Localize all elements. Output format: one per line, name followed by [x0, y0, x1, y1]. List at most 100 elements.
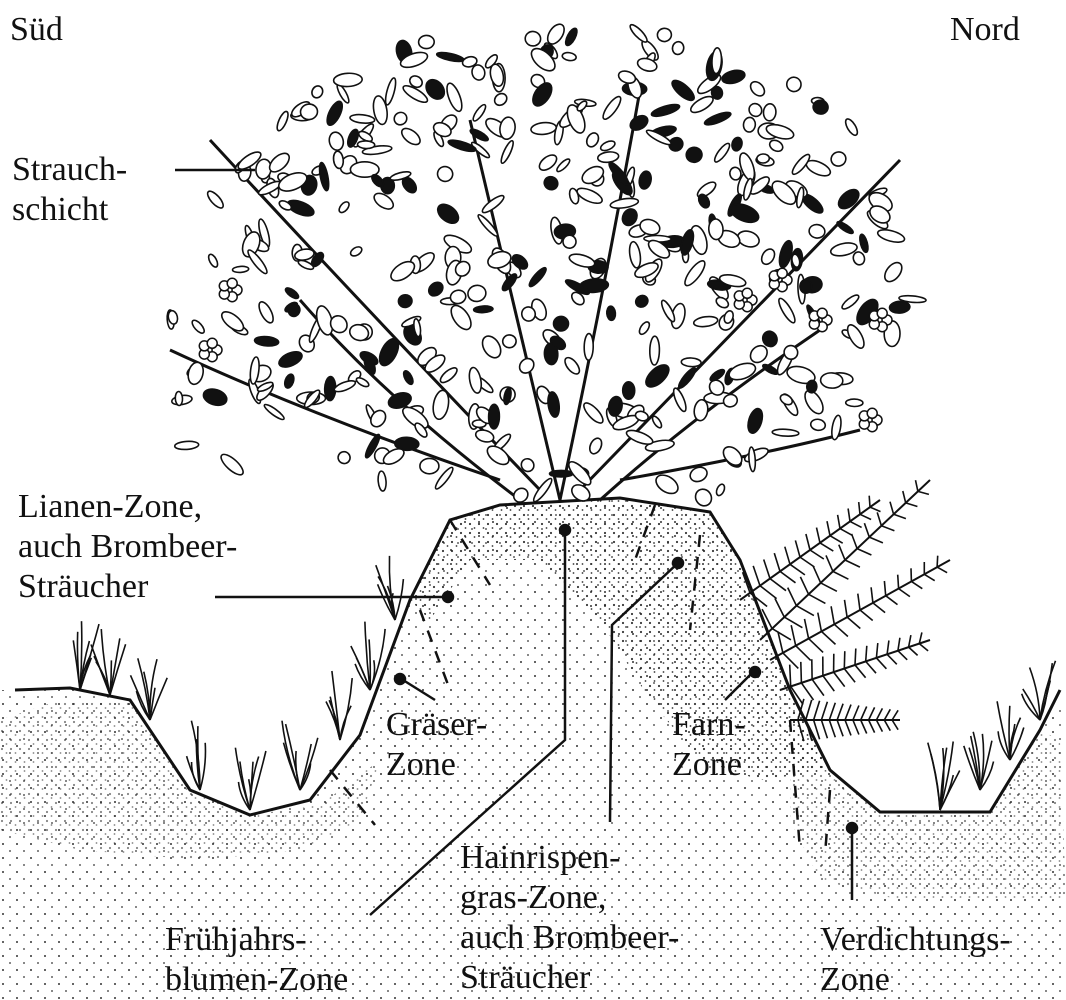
fern-pinna [775, 598, 784, 617]
fern-pinna [876, 720, 882, 732]
label-hainrispengras-zone: Hainrispen- gras-Zone, auch Brombeer- St… [460, 838, 679, 998]
leaf [784, 74, 804, 94]
grass-blade [200, 743, 205, 790]
leaf [418, 35, 434, 49]
leaf [371, 190, 396, 212]
label-graeser-zone: Gräser- Zone [386, 705, 487, 785]
fern-pinna [852, 534, 858, 549]
fern-pinna [918, 491, 929, 494]
fern-pinna [820, 543, 833, 551]
leaf [693, 399, 709, 422]
leaf [748, 79, 767, 99]
leaf [581, 400, 606, 426]
leaf [498, 116, 516, 140]
label-lianen-line3: Sträucher [18, 567, 237, 607]
fern-pinna [784, 617, 802, 628]
shrub-canopy [167, 21, 927, 509]
leaf [846, 399, 863, 407]
leaf [524, 31, 541, 47]
fern-pinna [821, 702, 827, 720]
fern-pinna [845, 560, 860, 567]
leaf [357, 141, 374, 149]
fern-pinna [898, 575, 899, 589]
leaf [772, 429, 799, 437]
leaf [606, 306, 616, 321]
fern-pinna [809, 639, 824, 653]
fern-pinna [845, 720, 851, 735]
fern-pinna [848, 509, 850, 522]
leaf [584, 131, 600, 149]
leaf [492, 91, 509, 108]
leaf [568, 252, 596, 270]
fern-pinna [855, 649, 856, 666]
leaf [600, 94, 623, 121]
flower-petal [227, 278, 237, 288]
leaf [175, 391, 183, 405]
leaf [435, 164, 454, 183]
fern-pinna [845, 705, 851, 720]
leaf [190, 318, 206, 335]
leaf [562, 355, 582, 376]
leaf [275, 110, 290, 132]
leaf [676, 366, 697, 390]
leaf [806, 380, 817, 393]
fern-pinna [886, 596, 898, 605]
fern-pinna [937, 567, 947, 573]
south-label: Süd [10, 10, 63, 50]
fern-pinna [869, 496, 870, 507]
fern-pinna [850, 521, 862, 527]
leaf [808, 223, 826, 239]
flower-petal [742, 288, 752, 298]
fern-pinna [870, 507, 881, 512]
leaf [283, 373, 295, 389]
leaf [466, 284, 487, 303]
leaf [434, 201, 462, 227]
fern-pinna [919, 644, 928, 651]
leaf [843, 117, 859, 137]
leaf [205, 189, 226, 211]
fern-pinna [783, 653, 798, 669]
leaf [637, 320, 651, 336]
leaf [800, 280, 812, 294]
fern-pinna [800, 557, 814, 567]
fern-pinna [829, 720, 835, 737]
label-strauchschicht: Strauch- schicht [12, 150, 127, 230]
leaf [499, 140, 515, 165]
leaf [656, 27, 672, 42]
leaf [679, 228, 696, 256]
leaf [763, 103, 777, 121]
leaf [650, 102, 681, 119]
flower-petal [207, 338, 217, 348]
leaf [881, 259, 905, 284]
label-fruehjahr-line2: blumen-Zone [165, 960, 348, 1000]
leaf [537, 152, 560, 173]
fern-pinna [916, 480, 918, 491]
leaf [318, 162, 331, 191]
label-hainrispen-line3: auch Brombeer- [460, 918, 679, 958]
leaf [355, 376, 370, 388]
leaf [712, 141, 732, 164]
fern-pinna [873, 603, 885, 613]
fern-pinna [791, 625, 796, 646]
leaf [852, 250, 867, 266]
fern-pinna [909, 647, 918, 655]
fern-pinna [821, 631, 835, 644]
fern-pinna [869, 707, 875, 720]
fern-pinna [853, 720, 859, 735]
leaf [377, 471, 387, 492]
leaf [685, 146, 703, 164]
leaf [469, 127, 490, 143]
fern-pinna [796, 606, 814, 616]
leaf [349, 245, 363, 258]
fern-pinna [911, 581, 922, 588]
fern-pinna [764, 560, 770, 579]
leaf [638, 170, 653, 190]
flower-petal [817, 308, 827, 318]
leaf [889, 301, 910, 314]
fern-pinna [753, 566, 760, 586]
leaf [776, 296, 797, 324]
leaf [284, 286, 300, 300]
leaf [444, 81, 465, 113]
fern-pinna [876, 643, 877, 658]
fern-pinna [770, 579, 786, 591]
